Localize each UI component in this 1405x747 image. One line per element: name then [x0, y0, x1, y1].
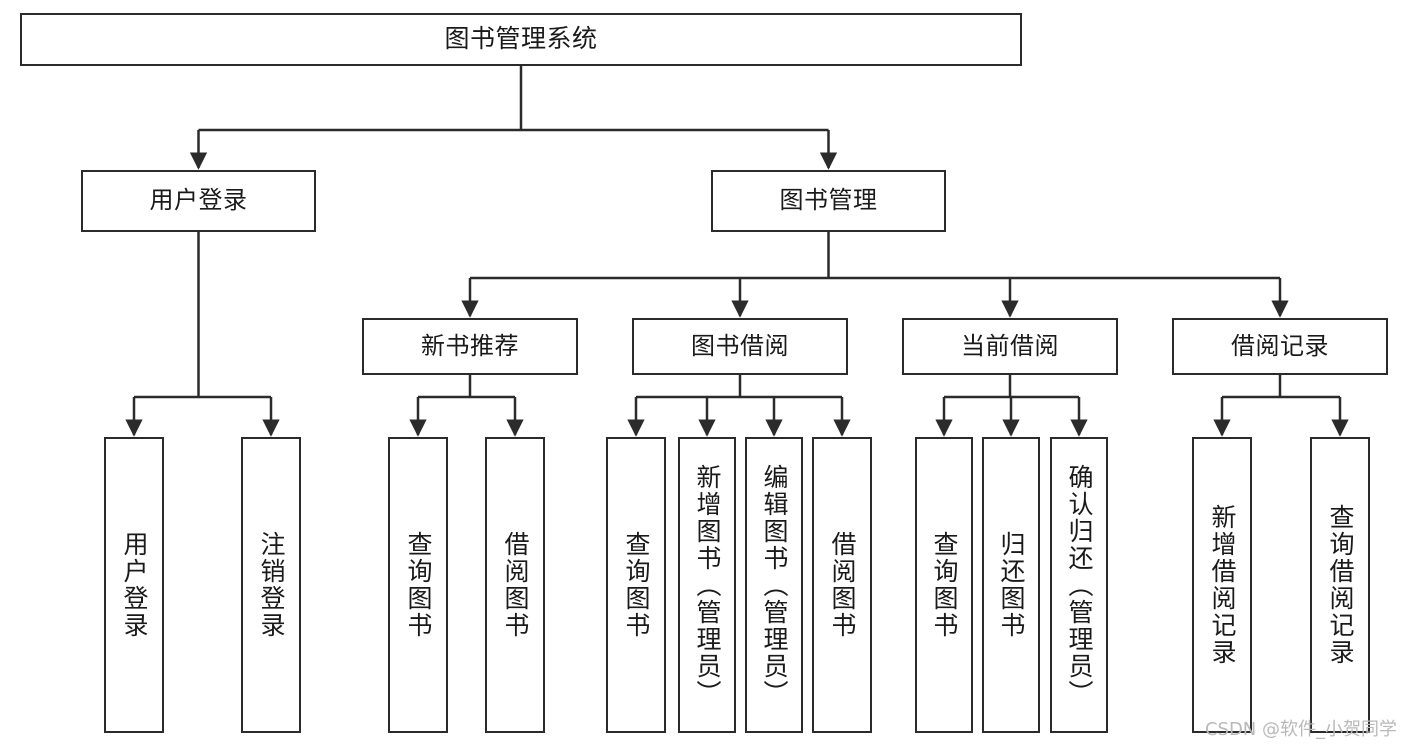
node-leaf-query-book-3[interactable]: 查询图书 — [915, 437, 973, 733]
node-leaf-add-record-label: 新增借阅记录 — [1208, 504, 1237, 666]
node-leaf-query-book-1-label: 查询图书 — [404, 531, 433, 639]
node-root[interactable]: 图书管理系统 — [20, 13, 1022, 66]
node-borrow-record-label: 借阅记录 — [1231, 331, 1329, 360]
node-leaf-add-record[interactable]: 新增借阅记录 — [1192, 437, 1252, 733]
node-root-label: 图书管理系统 — [444, 24, 598, 54]
watermark: CSDN @软件_小贺同学 — [1204, 719, 1397, 740]
node-user-login-label: 用户登录 — [149, 186, 248, 215]
node-book-manage[interactable]: 图书管理 — [711, 170, 946, 232]
node-new-book-recommend-label: 新书推荐 — [421, 331, 519, 360]
node-leaf-add-book[interactable]: 新增图书（管理员） — [678, 437, 736, 733]
node-leaf-borrow-book-2-label: 借阅图书 — [828, 531, 857, 639]
node-leaf-query-record[interactable]: 查询借阅记录 — [1310, 437, 1370, 733]
node-leaf-edit-book[interactable]: 编辑图书（管理员） — [745, 437, 803, 733]
node-leaf-return-book[interactable]: 归还图书 — [982, 437, 1040, 733]
node-leaf-user-login-label: 用户登录 — [120, 531, 149, 639]
node-leaf-query-record-label: 查询借阅记录 — [1326, 504, 1355, 666]
node-leaf-query-book-2[interactable]: 查询图书 — [606, 437, 666, 733]
node-leaf-add-book-label: 新增图书（管理员） — [693, 463, 722, 707]
node-leaf-confirm-return[interactable]: 确认归还（管理员） — [1050, 437, 1108, 733]
node-leaf-user-login[interactable]: 用户登录 — [104, 437, 164, 733]
node-leaf-confirm-return-label: 确认归还（管理员） — [1065, 463, 1094, 707]
node-book-borrow[interactable]: 图书借阅 — [632, 318, 848, 375]
node-leaf-return-book-label: 归还图书 — [997, 531, 1026, 639]
node-leaf-user-logout[interactable]: 注销登录 — [241, 437, 301, 733]
node-leaf-borrow-book-2[interactable]: 借阅图书 — [812, 437, 872, 733]
node-leaf-query-book-1[interactable]: 查询图书 — [388, 437, 448, 733]
node-leaf-borrow-book-1-label: 借阅图书 — [501, 531, 530, 639]
node-leaf-edit-book-label: 编辑图书（管理员） — [760, 463, 789, 707]
node-book-manage-label: 图书管理 — [779, 186, 878, 215]
node-leaf-borrow-book-1[interactable]: 借阅图书 — [485, 437, 545, 733]
node-borrow-record[interactable]: 借阅记录 — [1172, 318, 1388, 375]
node-leaf-user-logout-label: 注销登录 — [257, 531, 286, 639]
node-new-book-recommend[interactable]: 新书推荐 — [362, 318, 578, 375]
node-current-borrow[interactable]: 当前借阅 — [902, 318, 1118, 375]
node-book-borrow-label: 图书借阅 — [691, 331, 789, 360]
node-current-borrow-label: 当前借阅 — [961, 331, 1059, 360]
node-user-login[interactable]: 用户登录 — [81, 170, 316, 232]
node-leaf-query-book-2-label: 查询图书 — [622, 531, 651, 639]
node-leaf-query-book-3-label: 查询图书 — [930, 531, 959, 639]
